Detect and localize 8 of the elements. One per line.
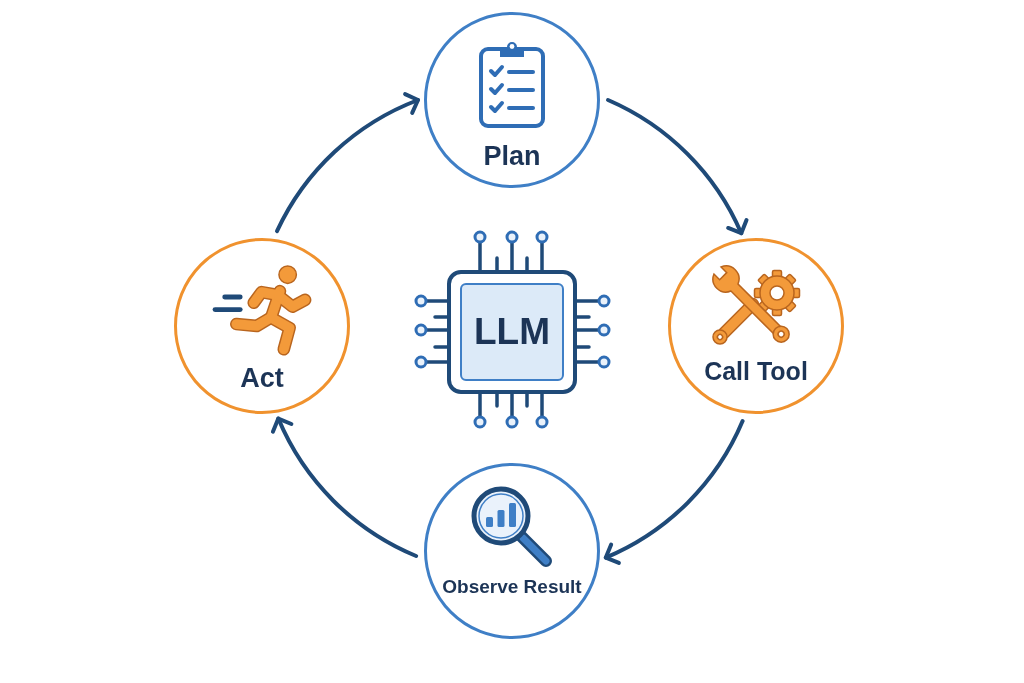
step-label: Call Tool xyxy=(704,357,808,386)
curved-arrow xyxy=(603,419,745,565)
step-label: Plan xyxy=(483,141,541,173)
curved-arrow xyxy=(606,98,748,236)
curved-arrow xyxy=(275,93,420,234)
curved-arrow xyxy=(271,416,419,558)
step-label: Act xyxy=(240,363,284,395)
step-label: Observe Result xyxy=(442,576,582,598)
